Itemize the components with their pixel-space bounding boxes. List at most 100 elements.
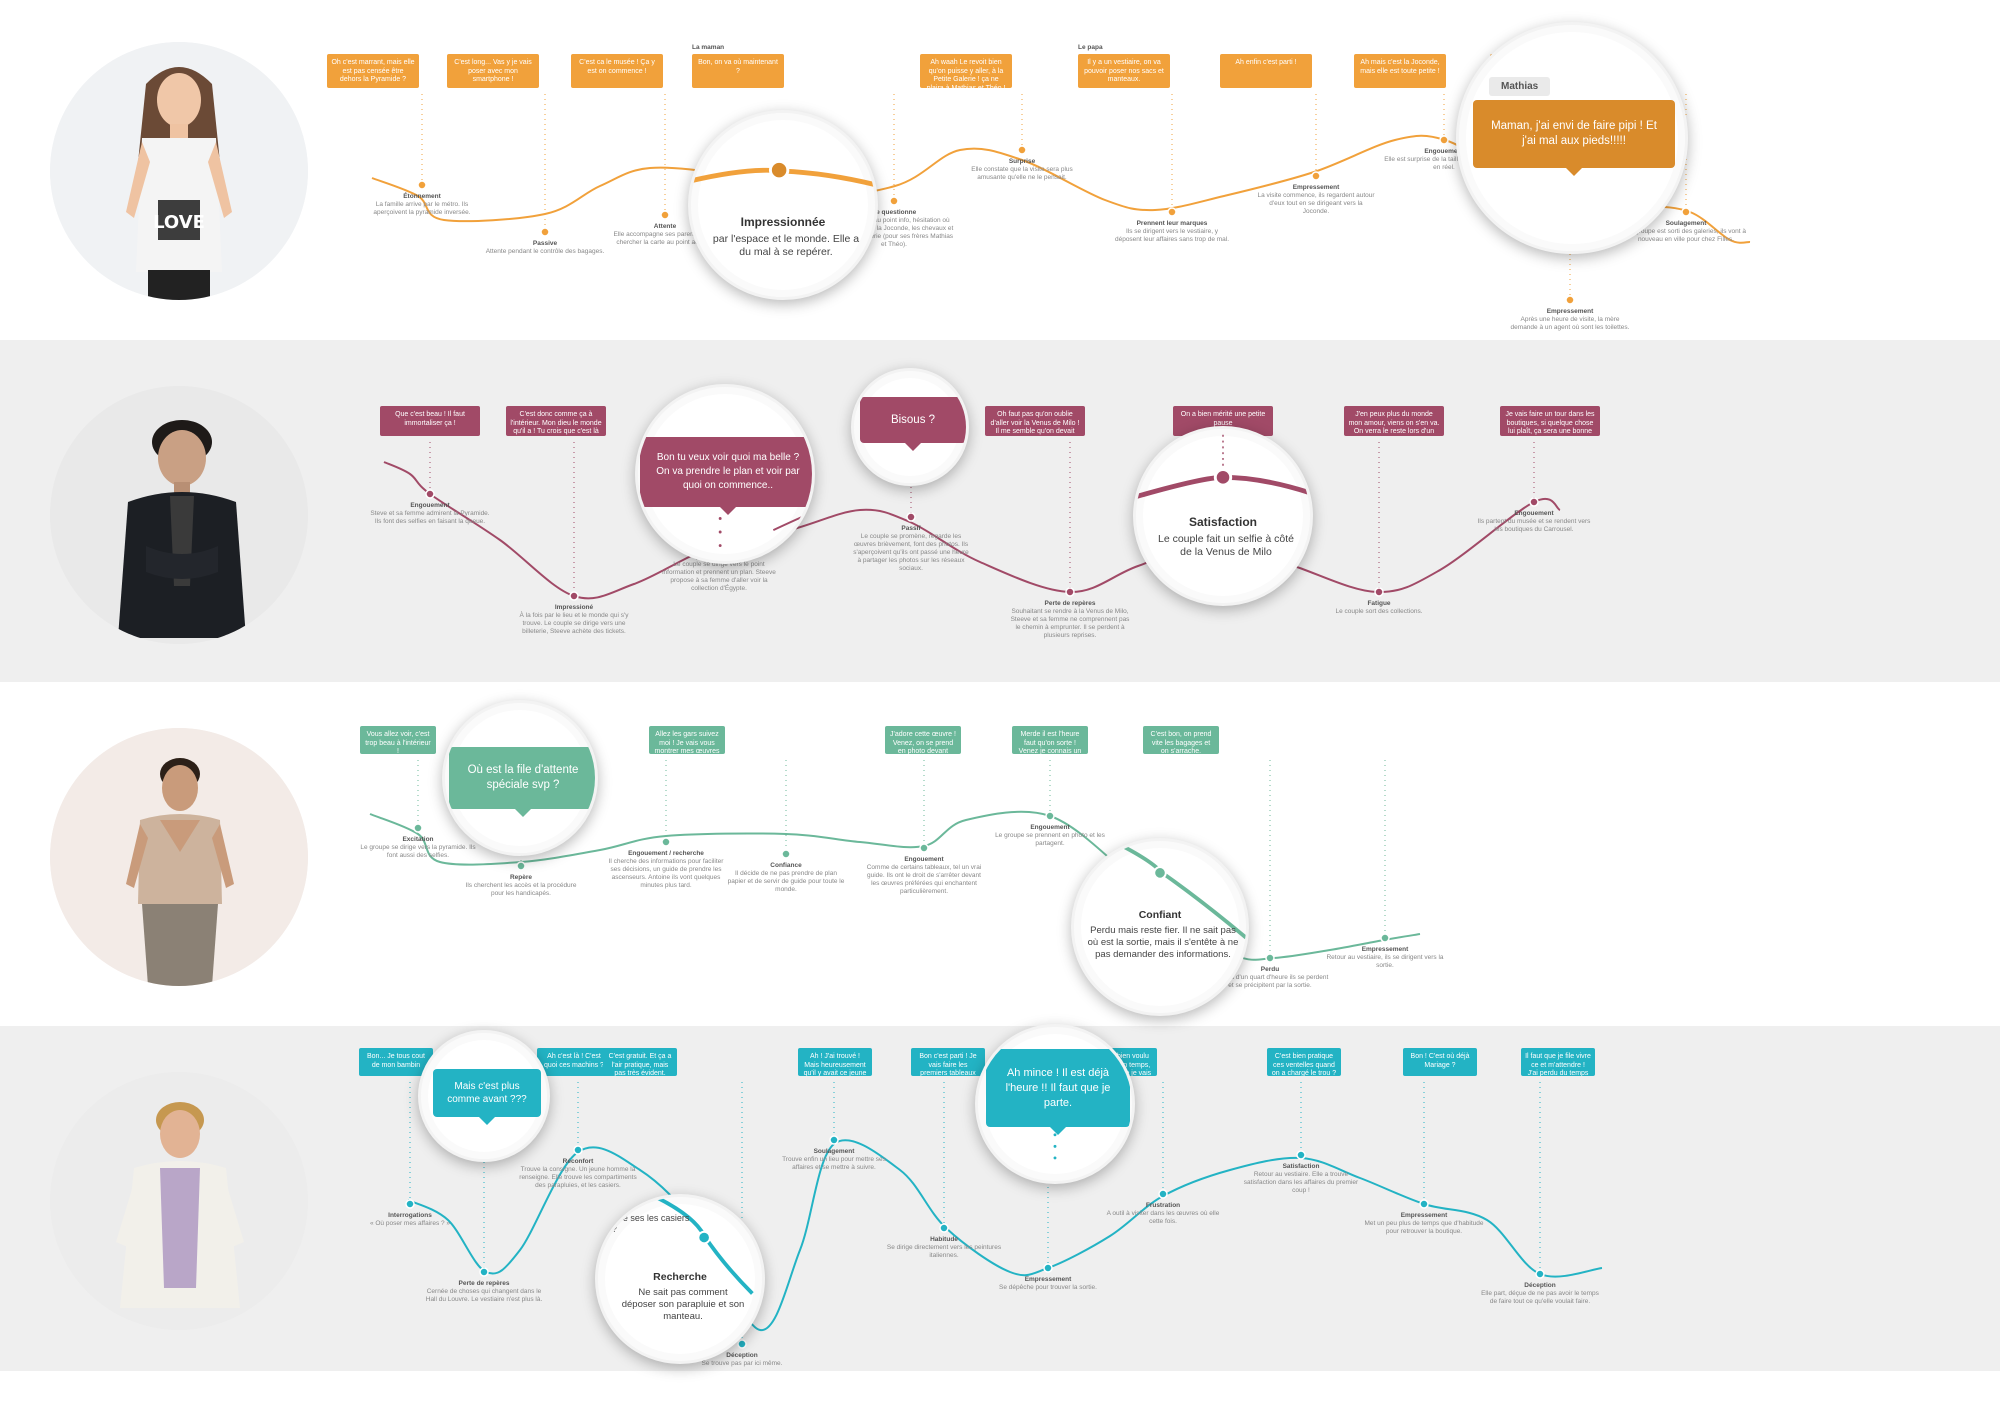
point-title: Engouement / recherche	[628, 850, 704, 857]
journey-curve-man	[383, 461, 1561, 600]
point-label-senior: Interrogations« Où poser mes affaires ? …	[350, 1212, 470, 1228]
point-title: Soulagement	[813, 1148, 855, 1155]
journey-point-girl	[1681, 207, 1691, 217]
journey-point-girl	[889, 196, 899, 206]
lens-young-confiant: Confiant Perdu mais reste fier. Il ne sa…	[1071, 838, 1249, 1016]
speech-bubble-young: J'adore cette œuvre ! Venez, on se prend…	[885, 726, 961, 754]
journey-point-young	[1380, 933, 1390, 943]
point-desc: Met un peu plus de temps que d'habitude …	[1364, 1220, 1484, 1235]
avatar-senior	[50, 1072, 308, 1330]
point-title: Repère	[509, 874, 533, 881]
speech-bubble-senior: Ah c'est là ! C'est quoi ces machins ?	[537, 1048, 611, 1076]
speech-bubble-girl: Il y a un vestiaire, on va pouvoir poser…	[1078, 54, 1170, 88]
lens-man-satisfaction-title: Satisfaction	[1188, 515, 1257, 529]
speech-bubble-girl: C'est long... Vas y je vais poser avec m…	[447, 54, 539, 88]
point-desc: Retour au vestiaire, ils se dirigent ver…	[1326, 954, 1444, 969]
journey-point-young	[1265, 953, 1275, 963]
point-title: Engouement	[410, 502, 450, 509]
point-desc: Ils partent du musée et se rendent vers …	[1477, 518, 1591, 533]
journey-point-senior	[939, 1223, 949, 1233]
band-man	[0, 340, 2000, 682]
speech-bubble-senior: Il faut que je file vivre ce et m'attend…	[1521, 1048, 1595, 1076]
point-desc: A outil à visiter dans les œuvres où ell…	[1106, 1210, 1220, 1225]
young-photo	[50, 728, 308, 986]
point-desc: Il cherche des informations pour facilit…	[608, 858, 724, 889]
speaker-label-girl: La maman	[692, 44, 725, 51]
point-desc: La visite commence, ils regardent autour…	[1257, 192, 1375, 215]
point-desc: Se retrouve au point info, hésitation où…	[834, 217, 954, 248]
lens-man-satisfaction: Satisfaction Le couple fait un selfie à …	[1133, 426, 1313, 606]
svg-text:LOVE: LOVE	[153, 212, 205, 233]
lens-mathias-bubble: Maman, j'ai envi de faire pipi ! Et j'ai…	[1473, 100, 1675, 176]
point-desc: Après une heure de visite, la mère deman…	[1510, 316, 1630, 331]
journey-point-senior	[1419, 1199, 1429, 1209]
journey-point-girl	[1017, 145, 1027, 155]
point-title: Surprise	[1008, 158, 1036, 165]
point-desc: Se dirige directement vers les peintures…	[886, 1244, 1002, 1259]
band-young	[0, 682, 2000, 1026]
point-desc: Attente pendant le contrôle des bagages.	[485, 248, 605, 255]
lens-young-file-bubble: Où est la file d'attente spéciale svp ?	[449, 747, 595, 817]
speech-bubble-senior: Ah ! J'ai trouvé ! Mais heureusement qu'…	[798, 1048, 872, 1076]
speech-bubble-senior: C'est bien pratique ces ventelles quand …	[1267, 1048, 1341, 1076]
point-desc: Le couple se promène, regarde les œuvres…	[853, 533, 969, 572]
lens-man-plan: Bon tu veux voir quoi ma belle ? On va p…	[635, 384, 815, 564]
journey-point-man	[906, 512, 916, 522]
point-title: Passif	[901, 525, 921, 532]
lens-senior-recherche-pre: Vire ses les casiers ?	[612, 1213, 690, 1234]
journey-point-senior	[1043, 1263, 1053, 1273]
speech-bubble-girl: Ah waah Le revoit bien qu'on puisse y al…	[920, 54, 1012, 88]
lens-man-plan-bubble: Bon tu veux voir quoi ma belle ? On va p…	[640, 437, 812, 515]
point-title: Empressement	[1400, 1212, 1448, 1219]
journey-point-senior	[1296, 1150, 1306, 1160]
journey-point-girl	[1439, 135, 1449, 145]
point-desc: Le groupe se prennent en photo et les pa…	[995, 832, 1105, 847]
lens-young-confiant-text: Perdu mais reste fier. Il ne sait pas où…	[1087, 925, 1239, 960]
point-title: Réconfort	[562, 1158, 594, 1165]
lens-girl-impressionnee: Impressionnée par l'espace et le monde. …	[688, 110, 878, 300]
speech-bubble-young: Merde il est l'heure faut qu'on sorte ! …	[1012, 726, 1088, 754]
lens-man-satisfaction-text: Le couple fait un selfie à côté de la Ve…	[1158, 533, 1295, 558]
speech-bubble-young: Vous allez voir, c'est trop beau à l'int…	[360, 726, 436, 754]
point-title: Perte de repères	[458, 1280, 510, 1287]
avatar-young	[50, 728, 308, 986]
avatar-girl: LOVE	[50, 42, 308, 300]
lens-senior-heure-bubble: Ah mince ! Il est déjà l'heure !! Il fau…	[986, 1049, 1130, 1135]
point-title: Attente	[653, 223, 677, 230]
point-title: Engouement	[1030, 824, 1070, 831]
lens-young-confiant-curve	[1111, 841, 1246, 940]
journey-point-man	[1065, 587, 1075, 597]
point-desc: Comme de certains tableaux, tel un vrai …	[866, 864, 982, 895]
point-title: Empressement	[1546, 308, 1594, 315]
speech-bubble-senior: Bon c'est parti ! Je vais faire les prem…	[911, 1048, 985, 1076]
lens-senior-heure: Ah mince ! Il est déjà l'heure !! Il fau…	[975, 1024, 1135, 1184]
journey-point-young	[781, 849, 791, 859]
point-title: Engouement	[904, 856, 944, 863]
journey-point-girl	[1167, 207, 1177, 217]
speech-bubble-girl: Bon, on va où maintenant ?	[692, 54, 784, 88]
journey-point-man	[1529, 497, 1539, 507]
senior-photo	[50, 1072, 308, 1330]
point-desc: Elle constate que la visite sera plus am…	[971, 166, 1073, 181]
point-desc: Steve et sa femme admirent la Pyramide. …	[370, 510, 490, 525]
point-desc: Le groupe est sorti des galeries, ils vo…	[1626, 228, 1746, 243]
point-title: Prennent leur marques	[1136, 220, 1208, 227]
point-title: Engouement	[1514, 510, 1554, 517]
journey-point-young	[516, 861, 526, 871]
journey-point-girl	[417, 180, 427, 190]
journey-point-man	[569, 591, 579, 601]
point-title: Confiance	[770, 862, 802, 869]
